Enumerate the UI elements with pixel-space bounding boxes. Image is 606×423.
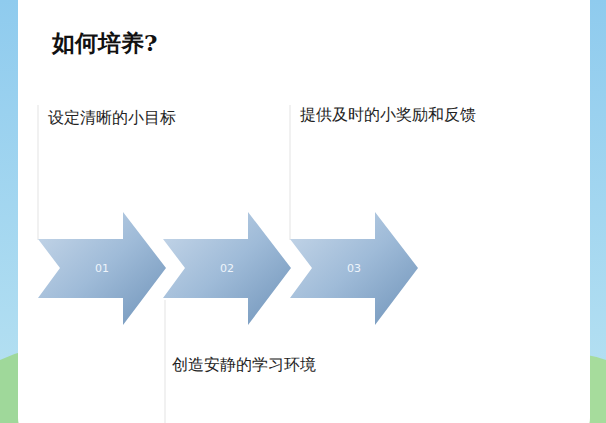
step-number: 01 — [95, 262, 109, 275]
step-number: 03 — [347, 262, 361, 275]
guide-line — [165, 300, 166, 423]
arrow-outline — [38, 212, 166, 325]
arrow-outline — [290, 212, 418, 325]
step-description: 创造安静的学习环境 — [172, 355, 316, 376]
chevron-arrow: 03提供及时的小奖励和反馈 — [290, 212, 418, 325]
chevron-arrow: 02创造安静的学习环境 — [163, 212, 291, 325]
white-panel — [18, 0, 590, 423]
guide-line — [290, 105, 291, 240]
step-number: 02 — [220, 262, 234, 275]
chevron-arrow: 01设定清晰的小目标 — [38, 212, 166, 325]
step-description: 设定清晰的小目标 — [48, 108, 176, 129]
guide-line — [38, 105, 39, 240]
step-description: 提供及时的小奖励和反馈 — [300, 105, 476, 126]
arrow-outline — [163, 212, 291, 325]
slide-title: 如何培养? — [52, 28, 157, 59]
